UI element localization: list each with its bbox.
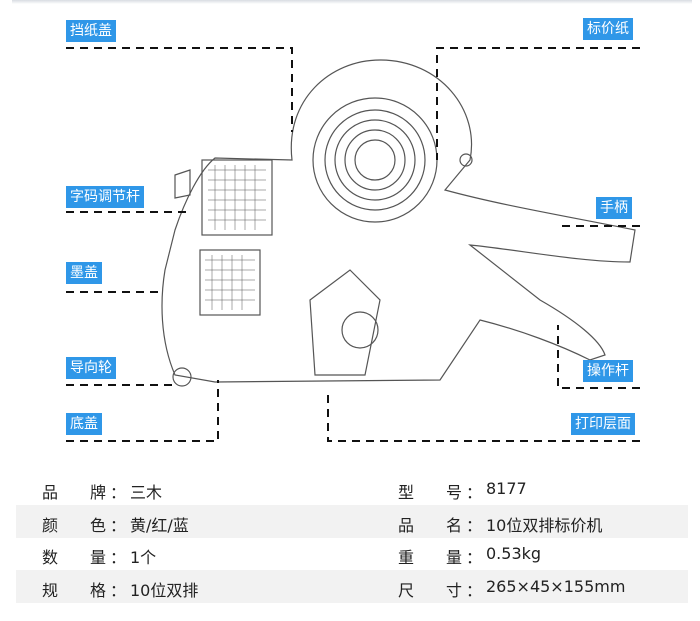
spec-row: 数 量 ： 1个 重 量 ： 0.53kg [16, 537, 688, 570]
spec-label: 寸 [446, 581, 463, 600]
spec-value: 10位双排 [130, 581, 199, 600]
spec-label: 量 [446, 548, 463, 567]
spec-label: 号 [446, 483, 463, 502]
colon: ： [466, 581, 483, 600]
spec-label: 名 [446, 516, 463, 535]
callout-handle: 手柄 [596, 197, 632, 219]
spec-label: 牌 [90, 483, 107, 502]
spec-label: 型 [398, 483, 415, 502]
colon: ： [466, 548, 483, 567]
top-divider [12, 0, 692, 4]
spec-label: 格 [90, 581, 107, 600]
spec-row: 颜 色 ： 黄/红/蓝 品 名 ： 10位双排标价机 [16, 505, 688, 538]
colon: ： [110, 483, 127, 502]
spec-row: 品 牌 ： 三木 型 号 ： 8177 [16, 472, 688, 505]
callout-code-lever: 字码调节杆 [66, 186, 144, 208]
callout-ink-cover: 墨盖 [66, 262, 102, 284]
spec-label: 规 [42, 581, 59, 600]
spec-label: 品 [42, 483, 59, 502]
callout-bottom-cover: 底盖 [66, 413, 102, 435]
labeler-illustration [66, 47, 640, 442]
machine-outline [161, 59, 636, 387]
callout-guide-wheel: 导向轮 [66, 357, 116, 379]
callout-label-paper: 标价纸 [583, 18, 633, 40]
spec-value: 0.53kg [486, 544, 542, 563]
spec-value: 8177 [486, 479, 527, 498]
spec-value: 265×45×155mm [486, 577, 626, 596]
callout-operating-lever: 操作杆 [583, 360, 633, 382]
spec-label: 色 [90, 516, 107, 535]
callout-paper-cover: 挡纸盖 [66, 20, 116, 42]
spec-label: 量 [90, 548, 107, 567]
spec-label: 品 [398, 516, 415, 535]
spec-label: 数 [42, 548, 59, 567]
leader-lines [66, 47, 640, 442]
type-grid [205, 165, 266, 310]
colon: ： [110, 581, 127, 600]
colon: ： [110, 516, 127, 535]
spec-value: 黄/红/蓝 [130, 516, 189, 535]
colon: ： [110, 548, 127, 567]
colon: ： [466, 483, 483, 502]
spec-row: 规 格 ： 10位双排 尺 寸 ： 265×45×155mm [16, 570, 688, 603]
callout-print-surface: 打印层面 [571, 413, 635, 435]
colon: ： [466, 516, 483, 535]
spec-label: 颜 [42, 516, 59, 535]
spec-label: 重 [398, 548, 415, 567]
spec-label: 尺 [398, 581, 415, 600]
spec-value: 1个 [130, 548, 157, 567]
spec-value: 10位双排标价机 [486, 516, 603, 535]
spec-value: 三木 [130, 483, 163, 502]
